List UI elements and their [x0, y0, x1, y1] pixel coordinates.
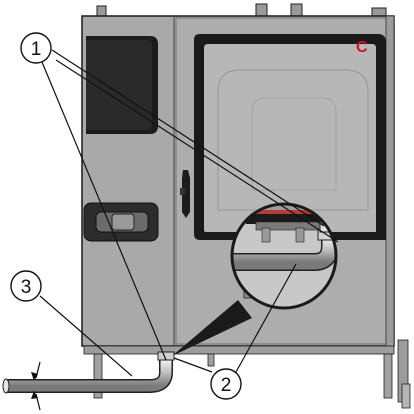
drain-pipe — [2, 351, 175, 394]
top-connectors — [96, 3, 387, 19]
leader-1-to-inset — [51, 49, 325, 227]
leader-2-to-pipe — [173, 357, 213, 373]
door-window — [194, 34, 386, 240]
callout-1: 1 — [20, 32, 52, 64]
callout-2-label: 2 — [221, 375, 232, 396]
diameter-dimension — [31, 361, 41, 411]
magnifier-inset — [230, 202, 338, 310]
callout-3-label: 3 — [21, 277, 32, 298]
callout-3: 3 — [10, 270, 42, 302]
callout-2: 2 — [210, 368, 242, 400]
magnifier-cone — [172, 300, 252, 356]
control-panel — [83, 36, 159, 242]
leader-1-to-pipe — [41, 61, 167, 361]
leader-lines — [39, 49, 339, 377]
leader-2-to-inset — [235, 263, 297, 373]
callout-1-label: 1 — [31, 39, 42, 60]
door-handle — [180, 170, 190, 218]
leader-1-to-inset-b — [55, 59, 339, 243]
brand-logo: C — [356, 39, 368, 56]
brand-logo-letter: C — [356, 39, 368, 56]
leader-3-to-pipe — [39, 295, 133, 377]
